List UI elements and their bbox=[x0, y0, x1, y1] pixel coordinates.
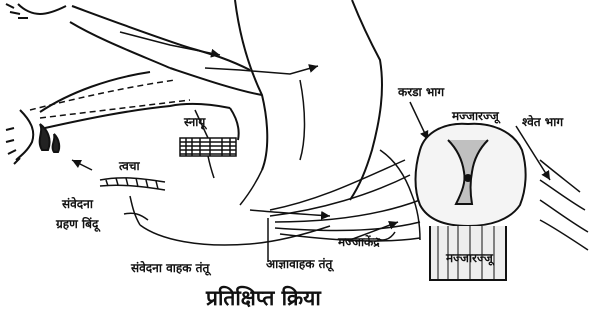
muscle-drawing bbox=[180, 138, 236, 178]
label-samvedana-grahan-bindu-1: संवेदना bbox=[62, 198, 93, 210]
label-aagyavahak-tantu: आज्ञावाहक तंतू bbox=[266, 258, 332, 270]
diagram-title: प्रतिक्षिप्त क्रिया bbox=[206, 288, 321, 309]
arm-outline bbox=[40, 6, 262, 140]
label-majjakendra: मज्जाकेंद्र bbox=[338, 236, 380, 248]
flame-icon bbox=[40, 124, 60, 152]
label-majjarajju-top: मज्जारज्जू bbox=[452, 110, 499, 122]
label-majjarajju-bottom: मज्जारज्जू bbox=[446, 252, 493, 264]
label-snayu: स्नायू bbox=[184, 116, 205, 128]
label-tvacha: त्वचा bbox=[119, 160, 140, 172]
torso-outline bbox=[235, 0, 382, 205]
label-samvedana-vahak-tantu: संवेदना वाहक तंतू bbox=[131, 262, 209, 274]
label-karda-bhag: करडा भाग bbox=[398, 86, 444, 98]
label-samvedana-grahan-bindu-2: ग्रहण बिंदू bbox=[56, 218, 98, 230]
skin-patch-drawing bbox=[100, 178, 165, 225]
label-shwet-bhag: श्वेत भाग bbox=[522, 116, 563, 128]
